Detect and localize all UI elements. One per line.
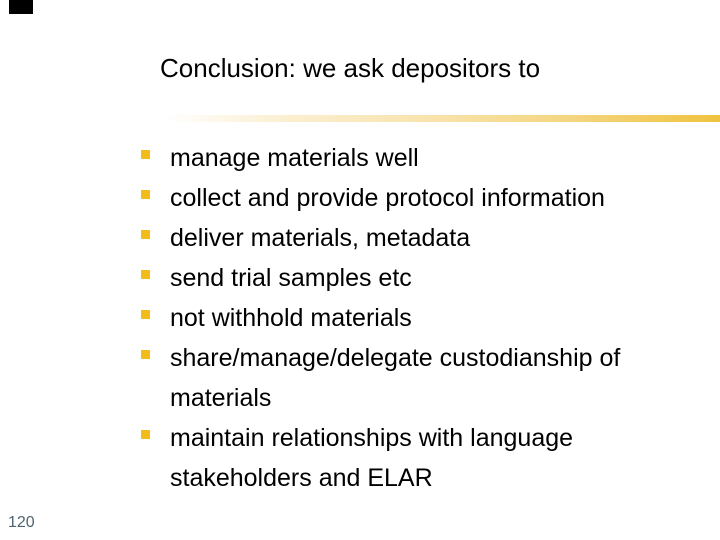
bullet-square-icon [141,190,150,199]
bullet-square-icon [141,310,150,319]
slide-title: Conclusion: we ask depositors to [160,53,541,83]
bullet-item-text: deliver materials, metadata [170,224,471,252]
bullet-item: maintain relationships with language sta… [141,418,686,498]
bullet-item-text: send trial samples etc [170,264,412,292]
bullet-item: share/manage/delegate custodianship of m… [141,338,686,418]
bullet-item: deliver materials, metadata [141,218,686,258]
bullet-item-text: manage materials well [170,144,419,172]
bullet-item-text: share/manage/delegate custodianship of m… [170,344,621,412]
bullet-square-icon [141,270,150,279]
bullet-item: send trial samples etc [141,258,686,298]
bullet-item-text: maintain relationships with language sta… [170,424,574,492]
bullet-item: collect and provide protocol information [141,178,686,218]
bullet-list: manage materials well collect and provid… [141,138,686,498]
page-number: 120 [8,514,35,531]
corner-mark [9,0,33,14]
bullet-square-icon [141,430,150,439]
bullet-item-text: not withhold materials [170,304,412,332]
bullet-item: manage materials well [141,138,686,178]
bullet-square-icon [141,350,150,359]
bullet-square-icon [141,150,150,159]
bullet-item: not withhold materials [141,298,686,338]
title-underline-rule [163,115,720,122]
bullet-square-icon [141,230,150,239]
bullet-item-text: collect and provide protocol information [170,184,605,212]
